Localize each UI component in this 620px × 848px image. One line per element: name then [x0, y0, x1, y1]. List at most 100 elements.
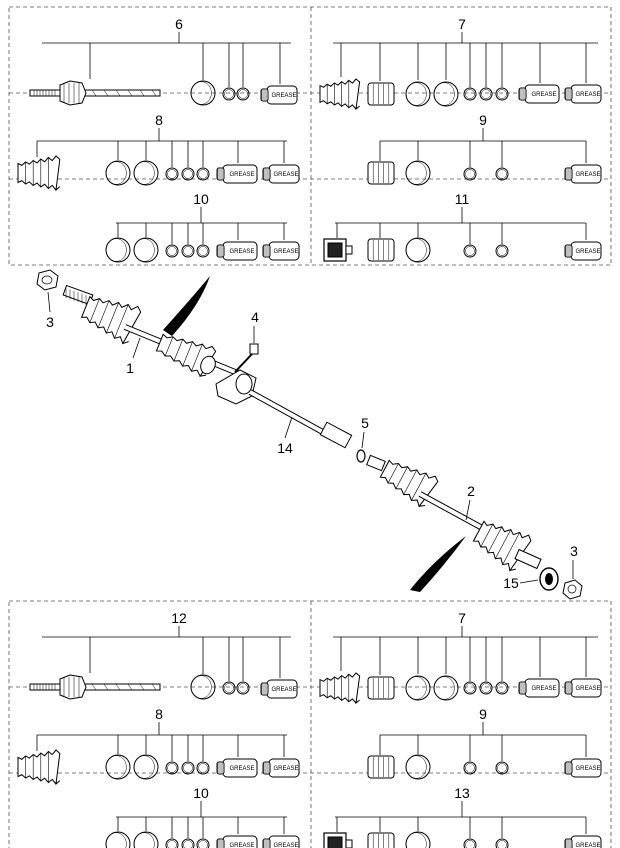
boot-outline — [319, 78, 361, 111]
grease-tube-icon: GREASE — [216, 241, 258, 261]
clamp-outline — [165, 761, 179, 775]
int-shaft-end — [319, 421, 353, 449]
clamp-outline — [181, 167, 195, 181]
grease-label: GREASE — [229, 843, 254, 848]
outer-stub — [514, 548, 542, 570]
bottom-kit-c-number: 8 — [155, 706, 163, 722]
clamp-icon — [165, 761, 179, 775]
clamp-icon — [495, 838, 509, 848]
section-wedge-lower — [410, 536, 466, 592]
grease-tube-icon: GREASE — [262, 835, 300, 848]
bolt-head — [249, 343, 259, 355]
clamp-outline — [463, 87, 477, 101]
clamp-icon — [463, 244, 477, 258]
clamp-outline — [463, 761, 477, 775]
o-ring-inner — [133, 238, 155, 262]
o-ring-inner — [133, 161, 155, 185]
boot-outline — [472, 520, 532, 572]
clamp-icon — [479, 681, 493, 695]
nut-hole — [567, 584, 577, 594]
boot-fold — [495, 529, 512, 559]
o-ring-icon — [433, 675, 459, 701]
o-ring-icon — [405, 81, 431, 107]
clamp-outline — [196, 167, 210, 181]
grease-tube-icon: GREASE — [564, 241, 602, 261]
boot-fold — [164, 336, 174, 357]
small-boot-icon — [367, 676, 395, 700]
top-kit-c-number: 8 — [155, 112, 163, 128]
o-ring-inner — [105, 832, 127, 848]
shaft-mark — [103, 89, 109, 97]
section-wedge-upper — [163, 276, 210, 336]
shaft-joint — [59, 674, 87, 700]
shaft-bar-fill — [419, 492, 487, 532]
top-kit-e-number: 10 — [193, 191, 209, 207]
boot-outline — [80, 295, 142, 345]
callout-nut-left: 3 — [46, 314, 54, 330]
callout-snap-ring: 5 — [361, 415, 369, 431]
clamp-inner — [481, 683, 491, 693]
grease-tube-icon: GREASE — [262, 241, 300, 261]
bearing-ring-icon — [539, 567, 559, 591]
clamp-outline — [181, 244, 195, 258]
o-ring-icon — [405, 160, 431, 186]
clamp-icon — [165, 838, 179, 848]
clamp-icon — [165, 167, 179, 181]
clamp-inner — [198, 840, 208, 848]
shaft-mark — [139, 89, 145, 97]
boot-fold — [502, 532, 521, 565]
clamp-outline — [196, 244, 210, 258]
o-ring-icon — [405, 831, 431, 848]
clamp-icon — [495, 681, 509, 695]
top-kit-d-number: 9 — [479, 112, 487, 128]
callout-intermediate-shaft: 14 — [277, 440, 293, 456]
small-boot-outline — [367, 238, 395, 262]
clamp-inner — [465, 840, 475, 848]
o-ring-icon — [133, 237, 159, 263]
clamp-icon — [165, 244, 179, 258]
clamp-outline — [181, 838, 195, 848]
outer-boot-icon — [472, 520, 532, 572]
leader-line — [132, 337, 141, 359]
clamp-outline — [463, 838, 477, 848]
bottom-kit-e-number: 10 — [193, 785, 209, 801]
clamp-inner — [481, 89, 491, 99]
tripod-joint-icon — [323, 238, 353, 262]
grease-tube-icon: GREASE — [564, 758, 602, 778]
small-boot-outline — [367, 676, 395, 700]
grease-tube-icon: GREASE — [262, 758, 300, 778]
clamp-outline — [196, 761, 210, 775]
clamp-inner — [167, 246, 177, 256]
clamp-outline — [236, 87, 250, 101]
leader-line — [361, 431, 365, 449]
clamp-icon — [495, 761, 509, 775]
clamp-outline — [479, 87, 493, 101]
outer-boot-icon — [80, 295, 142, 345]
grease-label: GREASE — [273, 249, 298, 255]
clamp-icon — [181, 244, 195, 258]
bottom-kit-d-number: 9 — [479, 706, 487, 722]
clamp-inner — [198, 763, 208, 773]
grease-label: GREASE — [271, 93, 296, 99]
shaft-assembly-icon — [29, 674, 161, 700]
clamp-icon — [236, 681, 250, 695]
o-ring-icon — [405, 754, 431, 780]
grease-label: GREASE — [575, 686, 600, 692]
grease-tube-icon: GREASE — [262, 164, 300, 184]
callout-shaft-right: 2 — [467, 483, 475, 499]
grease-tube-icon: GREASE — [564, 164, 602, 184]
nut-left-icon — [36, 269, 59, 291]
grease-label: GREASE — [273, 766, 298, 772]
clamp-icon — [196, 838, 210, 848]
o-ring-icon — [105, 237, 131, 263]
leader-line — [519, 579, 539, 584]
clamp-icon — [196, 167, 210, 181]
shaft-mark — [115, 683, 121, 691]
nut-hole — [41, 275, 53, 285]
grease-label: GREASE — [229, 172, 254, 178]
